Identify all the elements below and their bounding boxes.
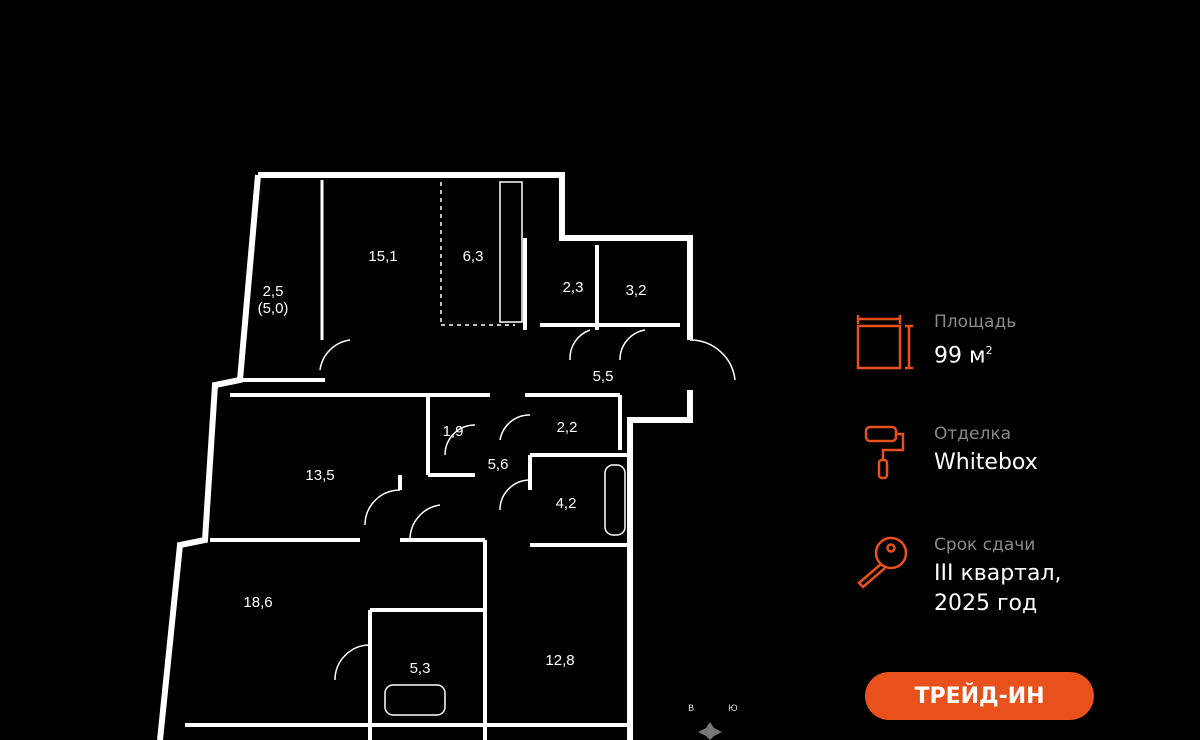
room-living-area: 15,1 <box>368 248 397 265</box>
room-laundry-area: 2,2 <box>557 419 578 436</box>
room-bathroom1-area: 4,2 <box>556 495 577 512</box>
deadline-value: III квартал, 2025 год <box>934 559 1062 619</box>
compass: В Ю <box>688 704 738 740</box>
room-balcony-subarea: (5,0) <box>258 300 289 317</box>
compass-east-label: Ю <box>728 704 738 714</box>
area-unit-sup: 2 <box>985 344 993 357</box>
deadline-quarter: III квартал, <box>934 561 1062 586</box>
room-closet-area: 1,9 <box>443 423 464 440</box>
trade-in-button[interactable]: ТРЕЙД-ИН <box>865 672 1094 720</box>
room-hall-area: 5,5 <box>593 368 614 385</box>
area-value: 99 м2 <box>934 336 993 371</box>
room-wc-area: 2,3 <box>563 279 584 296</box>
key-icon <box>857 536 908 589</box>
room-bedroom1-area: 13,5 <box>305 467 334 484</box>
area-number: 99 м <box>934 343 986 369</box>
deadline-label: Срок сдачи <box>934 535 1036 555</box>
deadline-year: 2025 год <box>934 591 1038 616</box>
compass-star-icon <box>698 722 722 740</box>
finish-label: Отделка <box>934 424 1012 444</box>
room-storage-area: 3,2 <box>626 282 647 299</box>
finish-value: Whitebox <box>934 450 1038 475</box>
room-bedroom3-area: 12,8 <box>545 652 574 669</box>
room-labels: 2,5 (5,0) 15,1 6,3 2,3 3,2 5,5 1,9 2,2 5… <box>243 248 646 677</box>
room-bedroom2-area: 18,6 <box>243 594 272 611</box>
room-bathroom2-area: 5,3 <box>410 660 431 677</box>
room-corridor-area: 5,6 <box>488 456 509 473</box>
compass-west-label: В <box>688 704 694 714</box>
paint-roller-icon <box>864 425 905 480</box>
area-icon <box>856 315 913 370</box>
fixtures <box>319 181 736 716</box>
room-kitchen-area: 6,3 <box>463 248 484 265</box>
area-label: Площадь <box>934 312 1017 332</box>
floor-plan: 2,5 (5,0) 15,1 6,3 2,3 3,2 5,5 1,9 2,2 5… <box>157 172 738 740</box>
room-balcony-area: 2,5 <box>263 283 284 300</box>
walls <box>157 172 693 740</box>
